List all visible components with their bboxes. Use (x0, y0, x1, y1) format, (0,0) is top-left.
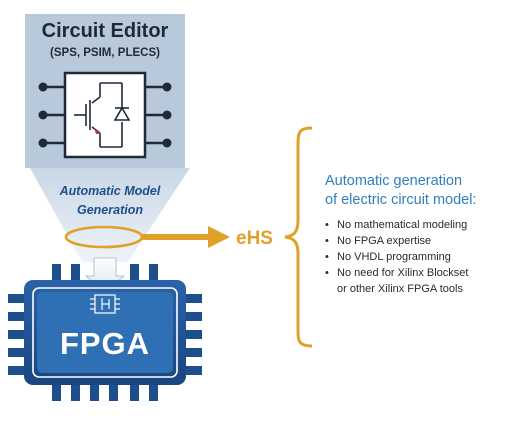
list-item-text: No need for Xilinx Blockset (337, 267, 469, 279)
list-item-continuation: or other Xilinx FPGA tools (337, 283, 463, 295)
benefits-heading-line1: Automatic generation (325, 173, 463, 189)
list-item-text: No VHDL programming (337, 251, 451, 263)
list-item: • No FPGA expertise (325, 233, 505, 249)
chip-pins (8, 264, 202, 401)
ehs-label: eHS (236, 228, 273, 249)
bullet: • (325, 235, 329, 247)
list-item: • No need for Xilinx Blockset or other X… (325, 265, 505, 297)
list-item-text: No FPGA expertise (337, 235, 432, 247)
editor-title: Circuit Editor (41, 20, 169, 42)
benefits-heading: Automatic generation of electric circuit… (325, 172, 505, 210)
fpga-label: FPGA (59, 326, 151, 361)
emitter-arrow (94, 128, 101, 134)
fpga-chip (8, 264, 202, 401)
generation-label-line2: Generation (77, 203, 143, 217)
chip-circuit-icon (90, 294, 120, 314)
bullet: • (325, 251, 329, 263)
curly-brace (284, 126, 313, 348)
circuit-block (38, 71, 172, 159)
diode-symbol (113, 106, 131, 121)
editor-subtitle: (SPS, PSIM, PLECS) (50, 47, 160, 59)
list-item: • No VHDL programming (325, 249, 505, 265)
ehs-arrow-head (208, 226, 230, 248)
projection-beam (30, 168, 190, 262)
list-item-text: No mathematical modeling (337, 219, 468, 231)
benefits-heading-line2: of electric circuit model: (325, 192, 477, 208)
benefits-list: • No mathematical modeling • No FPGA exp… (325, 217, 505, 297)
bullet: • (325, 267, 329, 279)
bullet: • (325, 219, 329, 231)
list-item: • No mathematical modeling (325, 217, 505, 233)
generation-label-line1: Automatic Model (59, 184, 161, 198)
generation-label: Automatic Model Generation (40, 182, 180, 220)
